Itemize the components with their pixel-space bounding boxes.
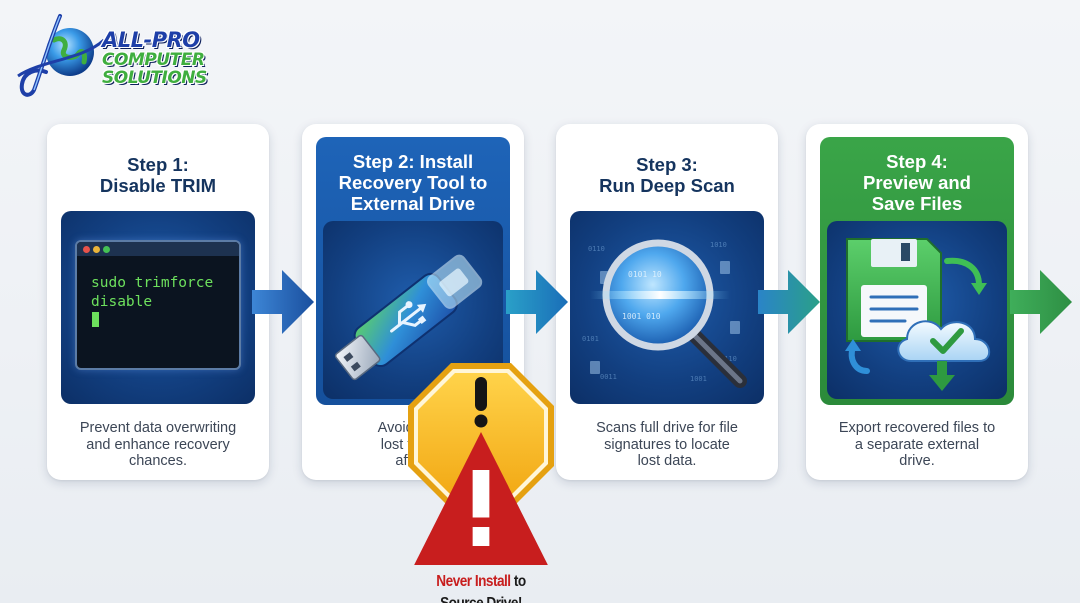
step-3-illustration: 0110 1010 0101 0110 1001 0011 0101 10 1001 … (570, 211, 764, 404)
logo-line1: ALL-PRO (102, 28, 200, 52)
step-4-desc-line3: drive. (899, 453, 935, 469)
step-3-title: Step 3: Run Deep Scan (556, 154, 778, 196)
step-2-title-line3: External Drive (350, 193, 476, 214)
arrow-right-icon (758, 268, 820, 336)
warning-stop-sign: Never Install to Source Drive! (405, 360, 557, 603)
step-3-description: Scans full drive for file signatures to … (568, 420, 766, 470)
terminal-window: sudo trimforce disable (75, 240, 241, 370)
step-1-title: Step 1: Disable TRIM (47, 154, 269, 196)
warning-line1: Never Install to (414, 432, 548, 590)
step-2-title: Step 2: Install Recovery Tool to Externa… (316, 151, 510, 214)
step-1-title-line2: Disable TRIM (99, 175, 217, 196)
svg-text:1001: 1001 (690, 375, 707, 383)
step-1-illustration: sudo trimforce disable (61, 211, 255, 404)
step-1-desc-line2: and enhance recovery (86, 436, 230, 453)
step-2-title-line2: Recovery Tool to (338, 172, 488, 193)
step-4-description: Export recovered files to a separate ext… (818, 420, 1016, 470)
step-4-desc-line2: a separate external (854, 436, 980, 453)
step-4-title-line3: Save Files (871, 193, 963, 214)
warning-line2: Source Drive! (440, 595, 522, 603)
terminal-command: sudo trimforce disable (91, 274, 213, 327)
step-2-title-line1: Step 2: Install (352, 151, 474, 172)
terminal-line2: disable (91, 294, 153, 310)
step-4-card: Step 4: Preview and Save Files (806, 124, 1028, 480)
svg-text:0101 10: 0101 10 (628, 270, 662, 279)
terminal-title-bar (77, 242, 239, 256)
close-dot-icon (83, 246, 90, 253)
step-1-description: Prevent data overwriting and enhance rec… (59, 420, 257, 470)
svg-text:0110: 0110 (588, 245, 605, 253)
step-4-illustration (827, 221, 1007, 399)
terminal-line2-wrap: disable (91, 293, 213, 327)
warning-triangle-icon (414, 432, 548, 565)
step-1-desc-line1: Prevent data overwriting (79, 420, 237, 436)
magnifying-glass-scan-icon: 0110 1010 0101 0110 1001 0011 0101 10 1001 … (582, 239, 747, 388)
step-4-title: Step 4: Preview and Save Files (820, 151, 1014, 214)
save-cloud-icon (845, 238, 990, 391)
arrow-right-icon (506, 268, 568, 336)
cursor-icon (92, 312, 99, 327)
arrow-right-icon (1010, 268, 1072, 336)
warning-line1-dark: to (513, 573, 526, 590)
step-3-desc-line2: signatures to locate (604, 436, 730, 453)
terminal-line1: sudo trimforce (91, 275, 214, 291)
company-logo: ALL-PRO COMPUTER SOLUTIONS (12, 10, 227, 102)
step-3-title-line1: Step 3: (636, 154, 698, 175)
warning-line1-red: Never Install (436, 573, 511, 590)
step-4-title-line2: Preview and (863, 172, 971, 193)
svg-text:0101: 0101 (582, 335, 599, 343)
step-3-card: Step 3: Run Deep Scan 0110 1010 0101 0110 (556, 124, 778, 480)
warning-message: Never Install to Source Drive! (414, 432, 548, 603)
svg-text:0110: 0110 (720, 355, 737, 363)
svg-text:1001 010: 1001 010 (622, 312, 661, 321)
step-1-desc-line3: chances. (128, 453, 188, 469)
logo-line2: COMPUTER (102, 50, 205, 70)
usb-drive-icon (334, 254, 483, 381)
step-4-desc-line1: Export recovered files to (838, 420, 996, 436)
minimize-dot-icon (93, 246, 100, 253)
logo-wordmark: ALL-PRO COMPUTER SOLUTIONS (102, 30, 237, 87)
step-1-card: Step 1: Disable TRIM sudo trimforce disa… (47, 124, 269, 480)
step-4-title-line1: Step 4: (886, 151, 948, 172)
step-3-title-line2: Run Deep Scan (599, 175, 735, 196)
step-3-desc-line1: Scans full drive for file (596, 420, 738, 436)
maximize-dot-icon (103, 246, 110, 253)
globe-swoosh-icon (17, 14, 106, 97)
svg-text:0011: 0011 (600, 373, 617, 381)
step-4-panel: Step 4: Preview and Save Files (820, 137, 1014, 405)
logo-line3: SOLUTIONS (102, 68, 207, 88)
step-1-title-line1: Step 1: (127, 154, 189, 175)
svg-text:1010: 1010 (710, 241, 727, 249)
arrow-right-icon (252, 268, 314, 336)
step-3-desc-line3: lost data. (637, 453, 697, 469)
step-2-panel: Step 2: Install Recovery Tool to Externa… (316, 137, 510, 405)
